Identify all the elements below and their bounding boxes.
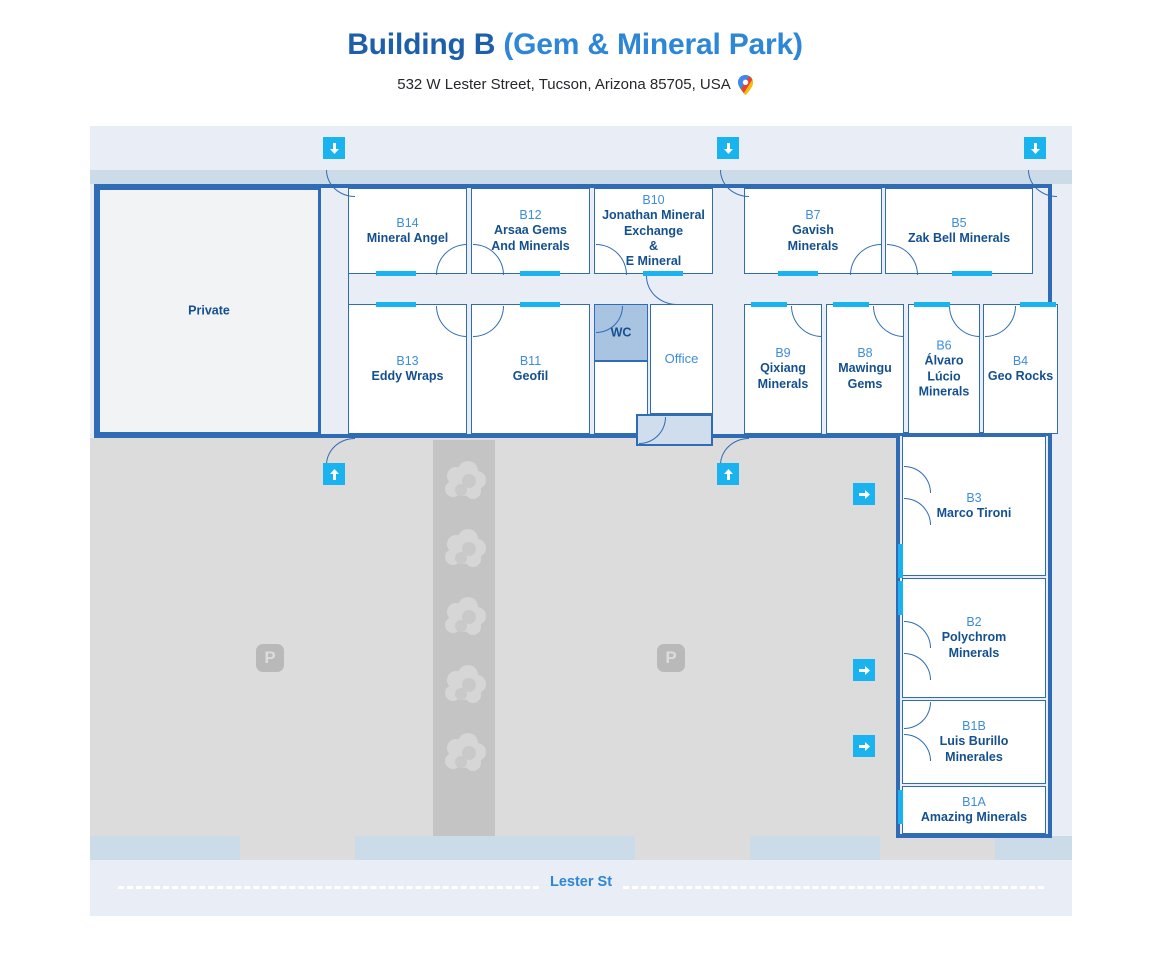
corridor-wall (348, 188, 349, 434)
door-marker (898, 581, 903, 615)
unit-number: B6 (936, 338, 952, 353)
parking-badge: P (657, 644, 685, 672)
room-private[interactable]: Private (98, 188, 320, 434)
driveway-cut (635, 836, 750, 860)
entrance-arrow-down-icon[interactable] (1024, 137, 1046, 159)
door-marker (751, 302, 787, 307)
door-marker (376, 271, 416, 276)
map-pin-icon[interactable] (737, 74, 753, 95)
entrance-arrow-right-icon[interactable] (853, 483, 875, 505)
unit-name: Geo Rocks (987, 369, 1054, 383)
unit-B1A[interactable]: B1A Amazing Minerals (902, 786, 1046, 834)
unit-number: B9 (775, 346, 791, 361)
address-text: 532 W Lester Street, Tucson, Arizona 857… (397, 76, 731, 93)
floor-plan-map[interactable]: P P Lester St Private B14 Mineral Angel … (90, 126, 1072, 916)
unit-number: B3 (966, 490, 982, 505)
entrance-arrow-down-icon[interactable] (717, 137, 739, 159)
unit-name: Amazing Minerals (920, 810, 1028, 824)
tree-icon (437, 660, 491, 714)
entrance-arrow-right-icon[interactable] (853, 735, 875, 757)
unit-name: Eddy Wraps (371, 369, 444, 383)
top-band (90, 126, 1072, 170)
unit-number: B5 (951, 215, 967, 230)
unit-name: Qixiang Minerals (757, 361, 809, 391)
tree-icon (437, 456, 491, 510)
unit-number: B8 (857, 346, 873, 361)
page-title: Building B (Gem & Mineral Park) (0, 28, 1150, 63)
unit-number: B10 (642, 192, 665, 207)
corridor-wall (320, 188, 321, 434)
room-office[interactable]: Office (650, 304, 713, 414)
street-name: Lester St (90, 874, 1072, 890)
entrance-arrow-right-icon[interactable] (853, 659, 875, 681)
entrance-arrow-up-icon[interactable] (323, 463, 345, 485)
unit-number: B12 (519, 208, 542, 223)
driveway-cut (240, 836, 355, 860)
unit-name: Álvaro Lúcio Minerals (918, 353, 970, 399)
unit-number: B11 (519, 353, 542, 368)
street-name-text: Lester St (539, 874, 623, 890)
unit-number: B1A (962, 794, 986, 809)
unit-number: B14 (396, 215, 419, 230)
unit-number: B2 (966, 615, 982, 630)
unit-number: B4 (1012, 353, 1029, 368)
page-header: Building B (Gem & Mineral Park) 532 W Le… (0, 0, 1150, 95)
tree-icon (437, 592, 491, 646)
parking-median (433, 440, 495, 840)
door-marker (778, 271, 818, 276)
door-marker (914, 302, 950, 307)
unit-name: Mineral Angel (366, 231, 449, 245)
door-marker (898, 544, 903, 578)
title-sub: (Gem & Mineral Park) (503, 28, 803, 61)
door-marker (520, 302, 560, 307)
unit-name: Gavish Minerals (787, 223, 839, 253)
door-marker (1020, 302, 1056, 307)
unit-number: B7 (805, 208, 821, 223)
door-marker (833, 302, 869, 307)
address-line: 532 W Lester Street, Tucson, Arizona 857… (0, 74, 1150, 95)
door-marker (376, 302, 416, 307)
tree-icon (437, 728, 491, 782)
title-main: Building B (347, 28, 504, 61)
entrance-arrow-up-icon[interactable] (717, 463, 739, 485)
room-private-label: Private (188, 303, 230, 318)
parking-badge: P (256, 644, 284, 672)
unit-name: Zak Bell Minerals (907, 231, 1011, 245)
entrance-arrow-down-icon[interactable] (323, 137, 345, 159)
unit-name: Mawingu Gems (838, 361, 892, 391)
door-marker (898, 790, 903, 824)
door-marker (952, 271, 992, 276)
top-walkway-band (90, 170, 1072, 184)
tree-icon (437, 524, 491, 578)
unit-number: B13 (396, 353, 419, 368)
unit-name: Geofil (512, 369, 549, 383)
driveway-cut (880, 836, 995, 860)
door-marker (643, 271, 683, 276)
unit-number: B1B (962, 719, 986, 734)
door-marker (520, 271, 560, 276)
room-office-label: Office (664, 351, 699, 367)
